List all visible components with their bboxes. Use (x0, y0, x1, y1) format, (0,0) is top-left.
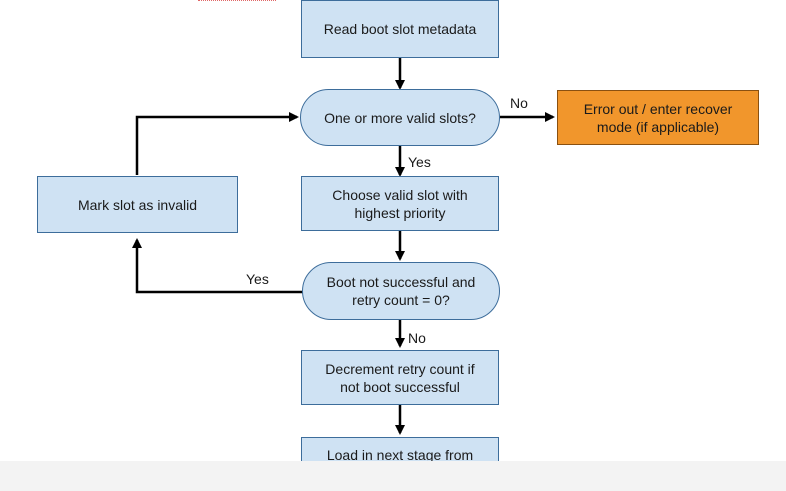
valid-no-label: No (510, 95, 528, 111)
check-yes-label: Yes (246, 271, 269, 287)
valid-yes-label: Yes (408, 154, 431, 170)
valid-slots-decision: One or more valid slots? (300, 89, 500, 146)
error-out-node: Error out / enter recover mode (if appli… (557, 90, 759, 145)
read-metadata-node: Read boot slot metadata (301, 0, 499, 58)
boot-check-decision: Boot not successful and retry count = 0? (302, 262, 500, 320)
bottom-strip (0, 461, 786, 491)
decrement-node: Decrement retry count if not boot succes… (301, 350, 499, 405)
top-edge-mark (198, 0, 276, 3)
choose-slot-node: Choose valid slot with highest priority (301, 176, 499, 231)
edge-check-to-mark (132, 238, 303, 294)
edge-mark-to-valid (135, 112, 299, 175)
mark-invalid-node: Mark slot as invalid (37, 176, 238, 233)
check-no-label: No (408, 330, 426, 346)
